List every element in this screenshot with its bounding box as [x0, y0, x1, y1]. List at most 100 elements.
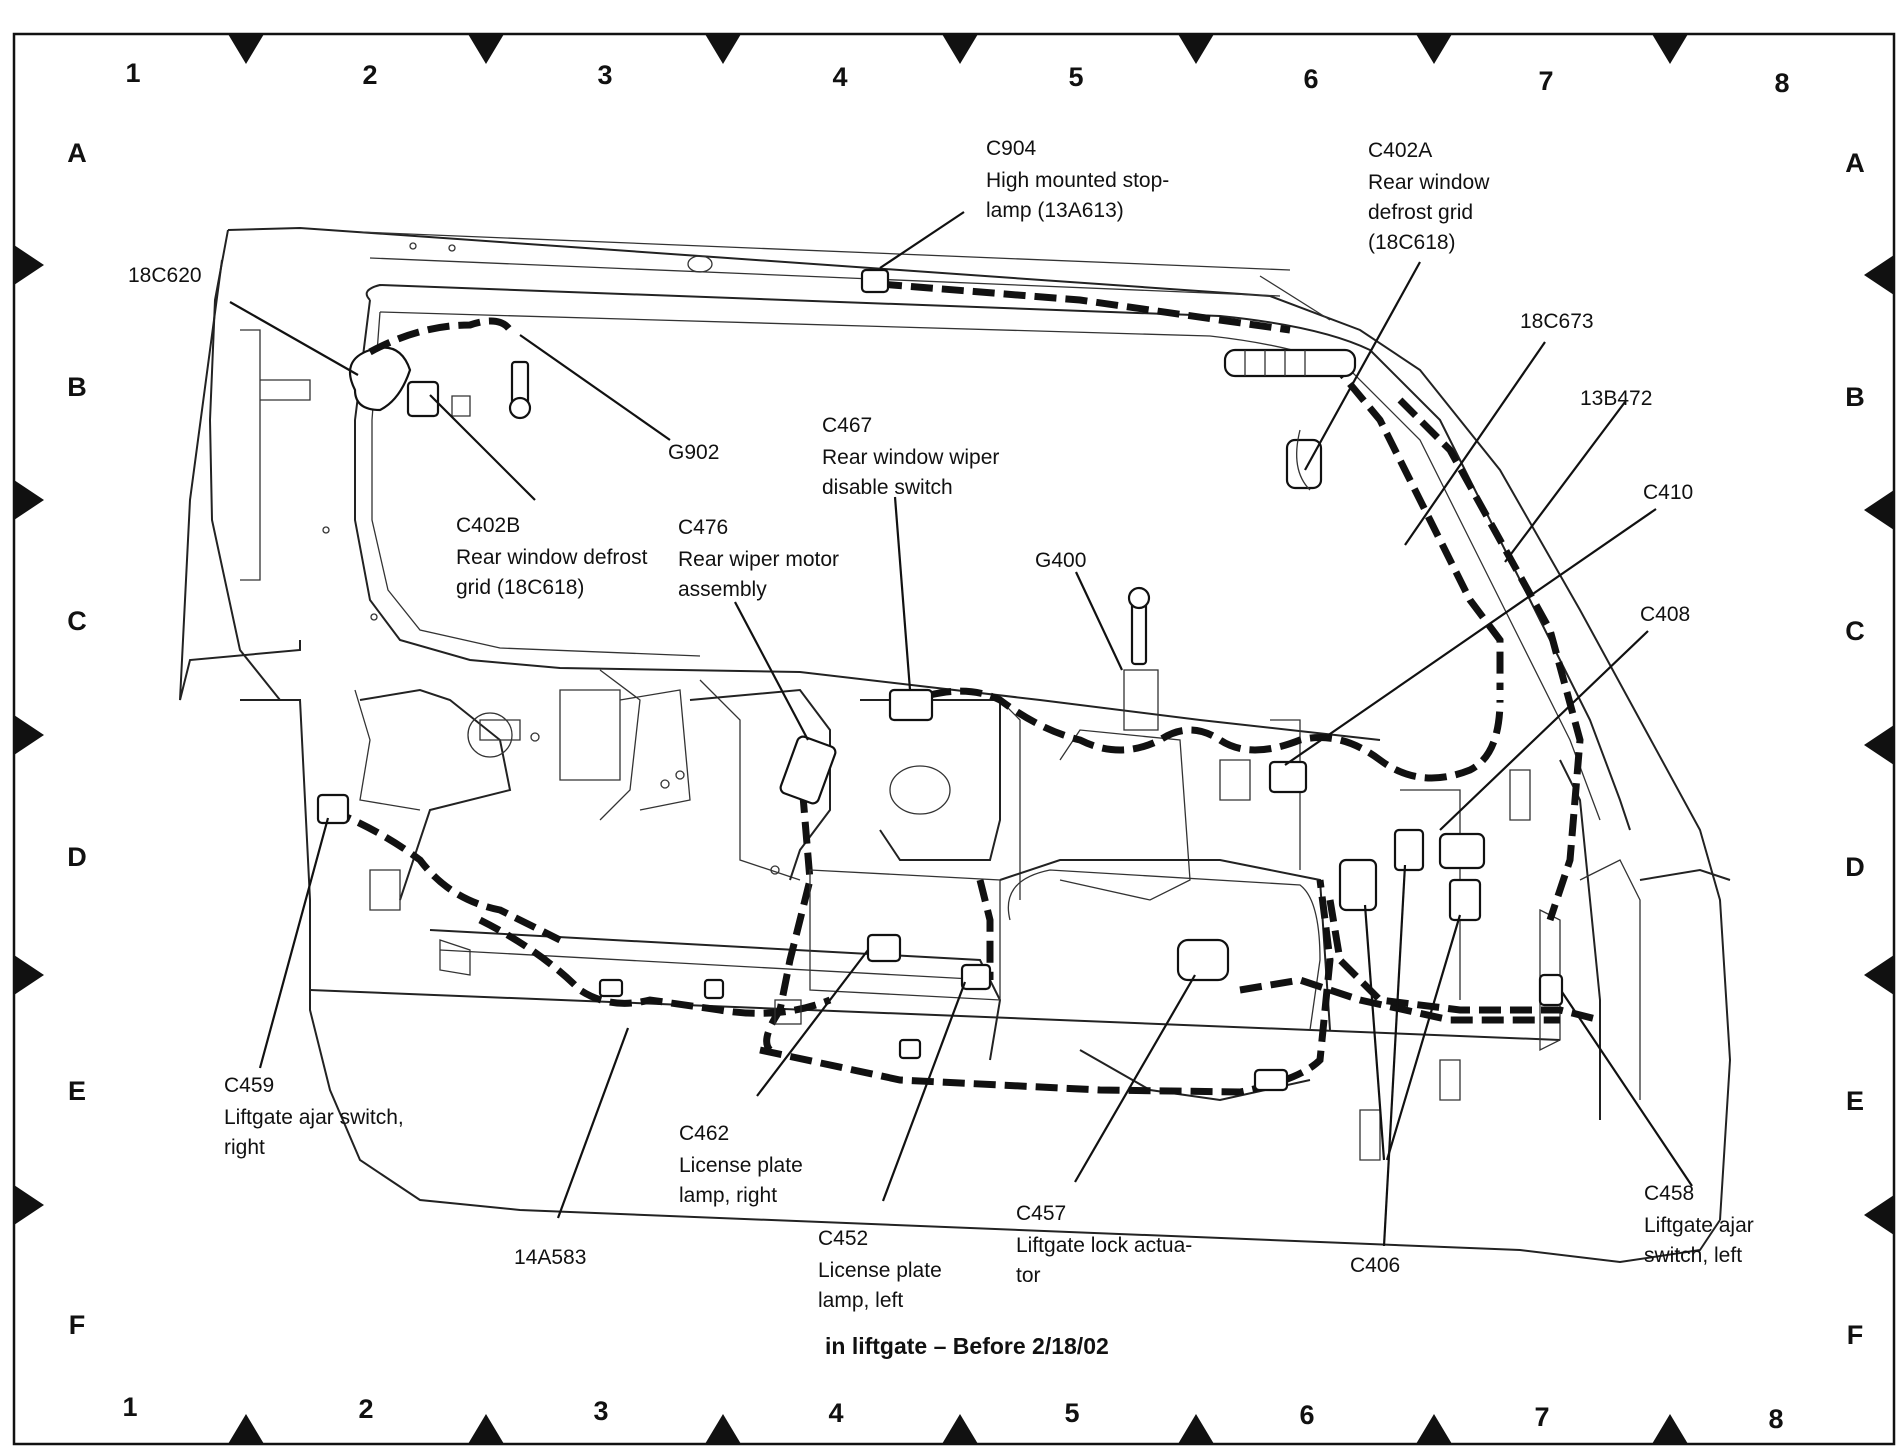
row-label: B — [1845, 382, 1865, 412]
c402b-desc-1: Rear window defrost — [456, 546, 648, 569]
col-label: 4 — [828, 1398, 843, 1428]
col-label: 3 — [593, 1396, 608, 1426]
row-label: B — [67, 372, 87, 402]
c467-connector — [888, 688, 934, 722]
c467-desc-2: disable switch — [822, 476, 953, 499]
col-label: 2 — [358, 1394, 373, 1424]
c402b-connector — [406, 380, 471, 418]
c459-connector — [316, 793, 350, 825]
col-label: 8 — [1774, 68, 1789, 98]
c402b-code: C402B — [456, 514, 520, 537]
callout-c458: C458 Liftgate ajar switch, left — [1644, 1182, 1754, 1267]
col-label: 1 — [122, 1392, 137, 1422]
c458-code: C458 — [1644, 1182, 1694, 1205]
c410-connector — [1268, 760, 1308, 794]
zone-markers-top — [228, 34, 1688, 64]
c458-desc-2: switch, left — [1644, 1244, 1742, 1267]
c452-desc-2: lamp, left — [818, 1289, 903, 1312]
col-label: 8 — [1768, 1404, 1783, 1434]
c402a-connector — [1285, 429, 1323, 491]
c402a-desc-2: defrost grid — [1368, 201, 1473, 224]
callout-c904: C904 High mounted stop- lamp (13A613) — [986, 137, 1169, 222]
col-label: 6 — [1299, 1400, 1314, 1430]
c904-desc-2: lamp (13A613) — [986, 199, 1124, 222]
col-label: 3 — [597, 60, 612, 90]
label-13b472: 13B472 — [1580, 387, 1652, 410]
col-label: 1 — [125, 58, 140, 88]
c476-code: C476 — [678, 516, 728, 539]
label-g902: G902 — [668, 441, 719, 464]
c476-desc-2: assembly — [678, 578, 767, 601]
c458-connector — [1538, 973, 1564, 1007]
row-label: C — [1845, 616, 1865, 646]
callout-c457: C457 Liftgate lock actua- tor — [1016, 1202, 1192, 1287]
c408-connector — [1393, 828, 1486, 872]
callout-c476: C476 Rear wiper motor assembly — [678, 516, 839, 601]
row-label: A — [67, 138, 87, 168]
row-label: C — [67, 606, 87, 636]
c459-code: C459 — [224, 1074, 274, 1097]
c462-connector — [866, 933, 902, 963]
c452-code: C452 — [818, 1227, 868, 1250]
callout-c467: C467 Rear window wiper disable switch — [822, 414, 999, 499]
row-labels-right: A B C D E F — [1845, 148, 1865, 1350]
col-label: 5 — [1068, 62, 1083, 92]
c402a-code: C402A — [1368, 139, 1432, 162]
lower-clip-3 — [898, 1038, 922, 1060]
zone-markers-left — [14, 245, 44, 1225]
col-label: 6 — [1303, 64, 1318, 94]
c18c620-coil — [348, 346, 412, 412]
c904-desc-1: High mounted stop- — [986, 169, 1169, 192]
column-labels-top: 1 2 3 4 5 6 7 8 — [125, 58, 1789, 98]
c476-desc-1: Rear wiper motor — [678, 548, 839, 571]
c402b-desc-2: grid (18C618) — [456, 576, 584, 599]
c459-desc-1: Liftgate ajar switch, — [224, 1106, 404, 1129]
row-label: F — [1847, 1320, 1864, 1350]
callout-c462: C462 License plate lamp, right — [679, 1122, 803, 1207]
c452-desc-1: License plate — [818, 1259, 942, 1282]
stoplamp-socket — [1223, 348, 1357, 378]
callout-c459: C459 Liftgate ajar switch, right — [224, 1074, 404, 1159]
label-c410: C410 — [1643, 481, 1693, 504]
col-label: 7 — [1534, 1402, 1549, 1432]
row-label: F — [69, 1310, 86, 1340]
c462-desc-1: License plate — [679, 1154, 803, 1177]
col-label: 4 — [832, 62, 847, 92]
zone-markers-right — [1864, 255, 1894, 1235]
c904-connector — [860, 268, 890, 294]
label-c406: C406 — [1350, 1254, 1400, 1277]
c458-desc-1: Liftgate ajar — [1644, 1214, 1754, 1237]
c402a-desc-3: (18C618) — [1368, 231, 1456, 254]
label-14a583: 14A583 — [514, 1246, 586, 1269]
row-label: D — [1845, 852, 1865, 882]
c402a-desc-1: Rear window — [1368, 171, 1490, 194]
label-g400: G400 — [1035, 549, 1086, 572]
label-c408: C408 — [1640, 603, 1690, 626]
zone-markers-bottom — [228, 1414, 1688, 1444]
leader-lines — [229, 211, 1693, 1247]
c457-code: C457 — [1016, 1202, 1066, 1225]
lower-clip-4 — [1253, 1068, 1289, 1092]
col-label: 7 — [1538, 66, 1553, 96]
c467-code: C467 — [822, 414, 872, 437]
c462-desc-2: lamp, right — [679, 1184, 777, 1207]
lower-clip-2 — [703, 978, 725, 1000]
callout-c402a: C402A Rear window defrost grid (18C618) — [1368, 139, 1490, 254]
connectors — [316, 268, 1564, 1092]
license-plate-bracket — [809, 869, 1001, 1001]
callout-c402b: C402B Rear window defrost grid (18C618) — [456, 514, 648, 599]
c452-connector — [960, 963, 992, 991]
column-labels-bottom: 1 2 3 4 5 6 7 8 — [122, 1392, 1783, 1434]
g902-bolt — [508, 360, 532, 420]
c406-connector — [1338, 858, 1482, 922]
label-18c620: 18C620 — [128, 264, 202, 287]
diagram-caption: in liftgate – Before 2/18/02 — [825, 1333, 1109, 1359]
row-label: E — [1846, 1086, 1864, 1116]
c459-desc-2: right — [224, 1136, 265, 1159]
label-18c673: 18C673 — [1520, 310, 1594, 333]
row-labels-left: A B C D E F — [67, 138, 87, 1340]
upper-left-harness — [368, 317, 513, 356]
row-label: D — [67, 842, 87, 872]
c462-code: C462 — [679, 1122, 729, 1145]
